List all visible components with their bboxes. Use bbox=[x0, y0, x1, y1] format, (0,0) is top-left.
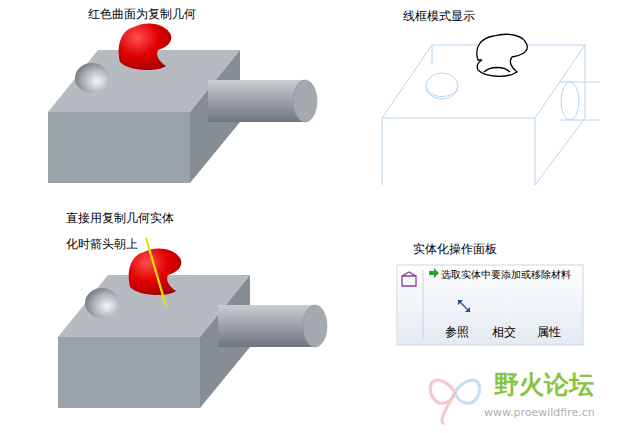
panel-icons bbox=[397, 265, 583, 345]
prompt-text: 选取实体中要添加或移除材料 bbox=[441, 268, 571, 282]
watermark-logo bbox=[430, 380, 480, 424]
caption-label: 红色曲面为复制几何 bbox=[88, 6, 196, 23]
block-model bbox=[58, 275, 327, 408]
watermark-url: www.proewildfire.cn bbox=[484, 406, 595, 419]
direction-arrow bbox=[146, 238, 166, 306]
copy-geometry-surface bbox=[119, 24, 172, 71]
caption-label: 线框模式显示 bbox=[403, 8, 475, 25]
operation-panel: 实体化操作面板选取实体中要添加或移除材料参照 相交 属性 bbox=[397, 240, 583, 346]
copy-geometry-outline bbox=[477, 34, 527, 76]
tab-label: 参照 bbox=[445, 324, 469, 341]
direction-arrow-edge bbox=[146, 238, 166, 306]
caption-label: 直接用复制几何实体 化时箭头朝上 bbox=[66, 205, 178, 257]
panel-heading: 实体化操作面板 bbox=[413, 241, 497, 258]
watermark: 野火论坛 bbox=[494, 368, 594, 401]
tab-label: 属性 bbox=[537, 324, 561, 341]
tab-label: 相交 bbox=[492, 324, 516, 341]
block-model bbox=[48, 50, 317, 183]
